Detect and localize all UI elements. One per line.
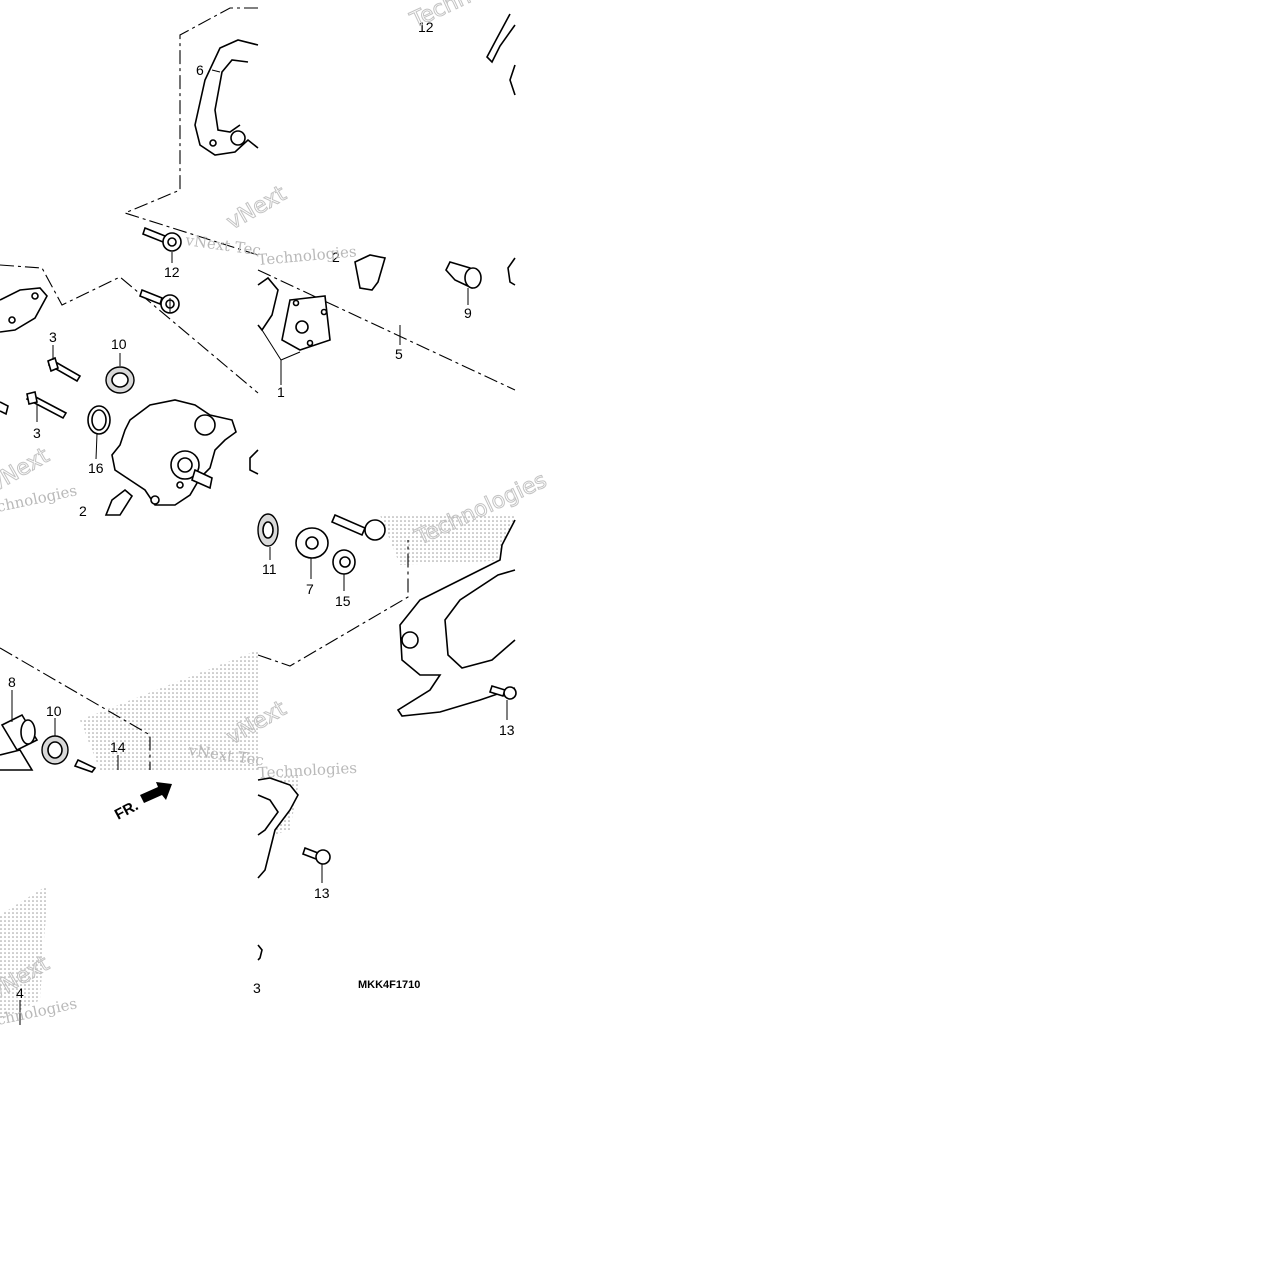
dash-group-lower — [0, 647, 151, 770]
callout-8: 8 — [8, 674, 16, 690]
watermark-text-lower: Technologies — [257, 759, 357, 782]
dash-group-top — [123, 7, 259, 256]
part-edge-lower-cut — [257, 944, 263, 961]
part-bolt-mid — [330, 513, 386, 541]
part-pin-lower — [25, 391, 68, 420]
callout-5: 5 — [395, 346, 403, 362]
part-hose-top — [486, 13, 516, 64]
callout-3-edge: 3 — [253, 980, 261, 996]
callout-3-upper: 3 — [49, 329, 57, 345]
part-knuckle-assembly — [111, 399, 237, 506]
watermark-partial-top: vNext Tec — [183, 231, 262, 260]
part-14 — [73, 758, 97, 773]
stipple-area-bottom-left — [0, 885, 48, 1020]
callout-2-right: 2 — [332, 249, 340, 265]
dash-group-guard — [257, 540, 409, 667]
part-bearing-11 — [257, 513, 279, 547]
callout-11: 11 — [262, 561, 277, 577]
callout-13-right: 13 — [499, 722, 515, 738]
leader-lines — [11, 69, 508, 1025]
callout-2-left: 2 — [79, 503, 87, 519]
part-bushing-lower — [41, 735, 69, 765]
part-skid-guard — [396, 519, 516, 717]
callout-14: 14 — [110, 739, 126, 755]
part-edge-right-cut — [249, 449, 259, 475]
part-washer-7 — [295, 527, 329, 559]
callout-1: 1 — [277, 384, 285, 400]
callout-12-mid: 12 — [164, 264, 180, 280]
watermark-text-mid: Technologies — [257, 242, 357, 269]
part-collar-edge — [0, 749, 34, 771]
part-pin-upper — [47, 356, 82, 383]
callout-12-top: 12 — [418, 19, 434, 35]
callout-6: 6 — [196, 62, 204, 78]
watermark-brand-top: vNext — [223, 181, 291, 235]
callout-7: 7 — [306, 581, 314, 597]
part-bushing-upper — [105, 366, 135, 394]
part-grommet-9 — [445, 261, 482, 289]
part-pad — [281, 295, 331, 351]
direction-arrow: FR. — [112, 782, 172, 824]
callout-13-lower: 13 — [314, 885, 330, 901]
part-pin-edge — [0, 401, 9, 416]
dash-group-bracket — [0, 264, 259, 394]
callout-10-upper: 10 — [111, 336, 127, 352]
drawing-code: MKK4F1710 — [358, 979, 420, 991]
callout-10-lower: 10 — [46, 703, 62, 719]
callout-16: 16 — [88, 460, 104, 476]
watermark-text-top: Technologies — [406, 0, 546, 34]
part-nut-15 — [332, 549, 356, 575]
part-guard-bracket — [194, 39, 259, 156]
part-guard-lower — [257, 777, 299, 879]
stipple-area-lower-left — [80, 650, 258, 770]
part-screw-13-lower — [301, 846, 331, 865]
part-bracket-plate — [257, 276, 279, 332]
callout-3-lower: 3 — [33, 425, 41, 441]
part-edge-right-9 — [507, 257, 516, 286]
part-flange-bolt-lower — [139, 288, 180, 314]
callout-4: 4 — [16, 985, 24, 1001]
direction-label: FR. — [112, 797, 141, 823]
callout-15: 15 — [335, 593, 351, 609]
part-clip-left — [104, 488, 134, 516]
stipple-area-mid-right — [380, 515, 515, 565]
dash-group-right — [257, 269, 516, 391]
part-mount-plate — [0, 287, 48, 333]
part-flange-bolt-upper — [142, 226, 182, 252]
part-oil-seal — [87, 405, 111, 435]
part-clip-right — [354, 254, 387, 291]
part-top-right-edge — [509, 64, 516, 96]
callout-9: 9 — [464, 305, 472, 321]
part-collar-8 — [0, 713, 39, 752]
part-screw-13-right — [488, 685, 517, 700]
